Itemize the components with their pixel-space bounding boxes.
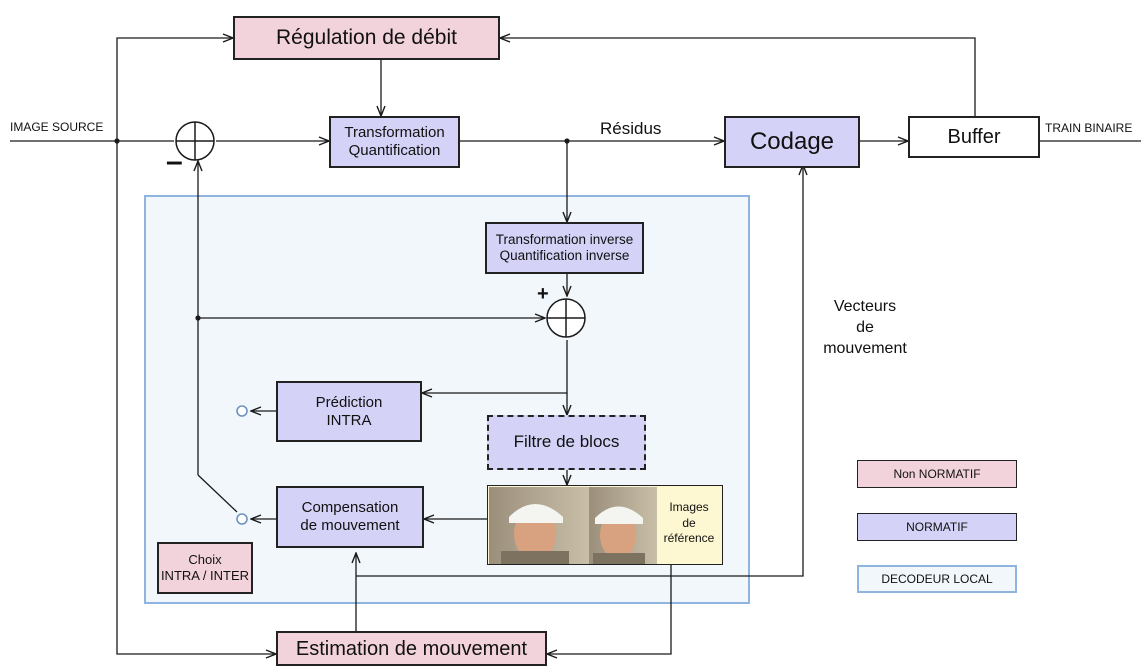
junction-dot: [114, 138, 120, 144]
switch-arm: [197, 474, 238, 513]
estimation-box: Estimation de mouvement: [276, 631, 547, 666]
transformation-box: Transformation Quantification: [329, 116, 460, 168]
vecteurs-label: Vecteurs de mouvement: [823, 298, 907, 357]
prediction-intra-box: Prédiction INTRA: [276, 381, 422, 442]
adder-top: [175, 121, 215, 161]
reference-to-estimation: [547, 565, 672, 654]
compensation-box: Compensation de mouvement: [276, 486, 424, 548]
codage-box: Codage: [724, 116, 860, 168]
junction-dot: [564, 138, 570, 144]
legend-non-normatif: Non NORMATIF: [857, 460, 1017, 488]
frame-1: [489, 487, 589, 564]
train-binaire-label: TRAIN BINAIRE: [1045, 121, 1133, 135]
source-to-estimation: [116, 141, 276, 654]
switch-terminal-intra: [236, 405, 248, 417]
reference-images-panel: Images de référence: [487, 485, 723, 565]
legend-decodeur-local: DECODEUR LOCAL: [857, 565, 1017, 593]
legend-normatif: NORMATIF: [857, 513, 1017, 541]
plus-sign: +: [537, 283, 549, 305]
regulation-box: Régulation de débit: [233, 16, 500, 60]
image-source-label: IMAGE SOURCE: [10, 120, 104, 134]
adder-bottom: [546, 298, 586, 338]
filter-box: Filtre de blocs: [487, 415, 646, 470]
frame-2: [589, 487, 657, 564]
buffer-to-regulation: [500, 38, 976, 118]
motion-vectors-to-codage: [356, 165, 803, 577]
minus-sign: –: [166, 145, 183, 178]
switch-terminal-inter: [236, 513, 248, 525]
choix-box: Choix INTRA / INTER: [157, 542, 253, 594]
buffer-box: Buffer: [908, 116, 1040, 158]
residus-label: Résidus: [600, 119, 662, 138]
reference-photo: [489, 487, 657, 564]
reference-images-label: Images de référence: [663, 500, 715, 546]
source-to-regulation: [116, 38, 233, 141]
inverse-transform-box: Transformation inverse Quantification in…: [485, 222, 644, 274]
junction-dot: [195, 315, 201, 321]
adder-to-intra: [422, 340, 568, 393]
